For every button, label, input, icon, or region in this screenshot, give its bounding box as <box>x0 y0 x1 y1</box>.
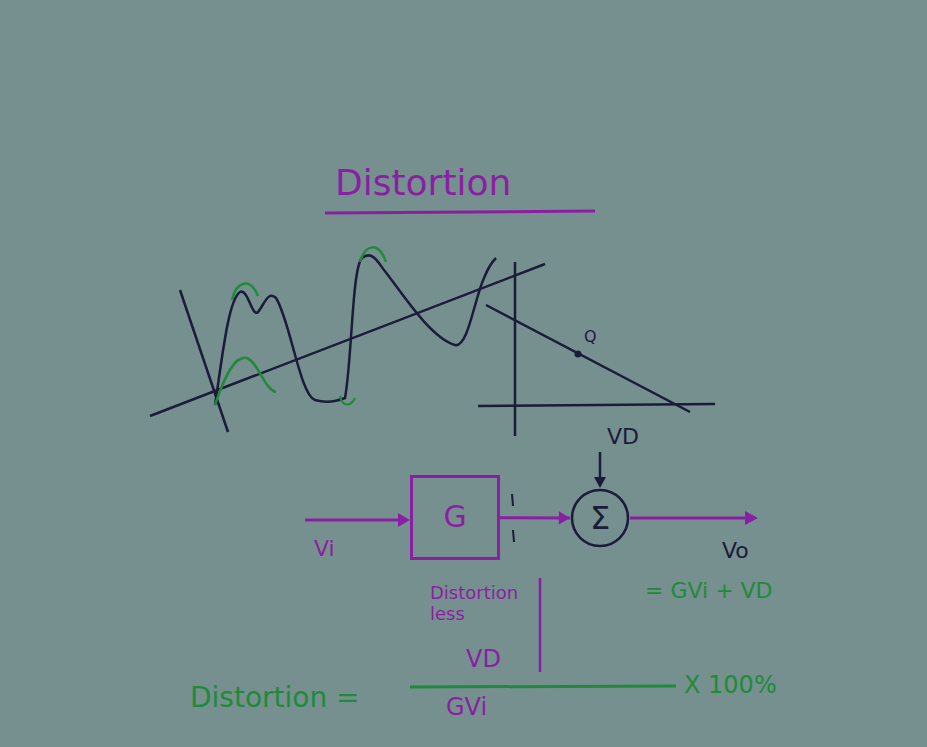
ideal-wave-peak <box>360 247 386 262</box>
ideal-wave <box>215 358 276 405</box>
load-line <box>486 305 690 412</box>
title-underline <box>325 211 595 213</box>
tick-mark <box>513 530 514 542</box>
arrow-head <box>594 477 606 488</box>
signal-name: Vi <box>314 536 335 561</box>
axis <box>150 264 545 416</box>
signal-name: VD <box>607 424 639 449</box>
denominator: GVi <box>446 694 487 722</box>
summing-junction: Σ <box>570 488 630 548</box>
node-text: Σ <box>590 500 610 537</box>
point-label: Q <box>584 328 597 346</box>
arrow-head <box>398 513 410 527</box>
formula-text: Distortion = <box>190 682 360 714</box>
separator-line <box>539 578 542 672</box>
formula-text: X 100% <box>684 672 777 700</box>
numerator: VD <box>466 646 501 674</box>
ideal-wave-trough <box>340 396 355 405</box>
tick-mark <box>512 494 513 506</box>
fraction-bar <box>410 686 676 687</box>
distorted-wave <box>215 255 496 405</box>
gain-box: G <box>410 475 500 560</box>
q-point <box>575 351 582 358</box>
arrow-head <box>745 511 758 525</box>
arrow-head <box>559 511 570 524</box>
node-text: G <box>443 500 466 535</box>
input-wire <box>305 519 402 522</box>
disturbance-wire <box>599 452 602 480</box>
title: Distortion <box>335 163 511 203</box>
signal-name: Vo <box>722 538 749 563</box>
output-wire <box>630 517 748 520</box>
equation: = GVi + VD <box>645 578 773 603</box>
axis <box>514 262 517 436</box>
ideal-wave-peak <box>232 284 258 300</box>
note: Distortion less <box>430 583 518 624</box>
